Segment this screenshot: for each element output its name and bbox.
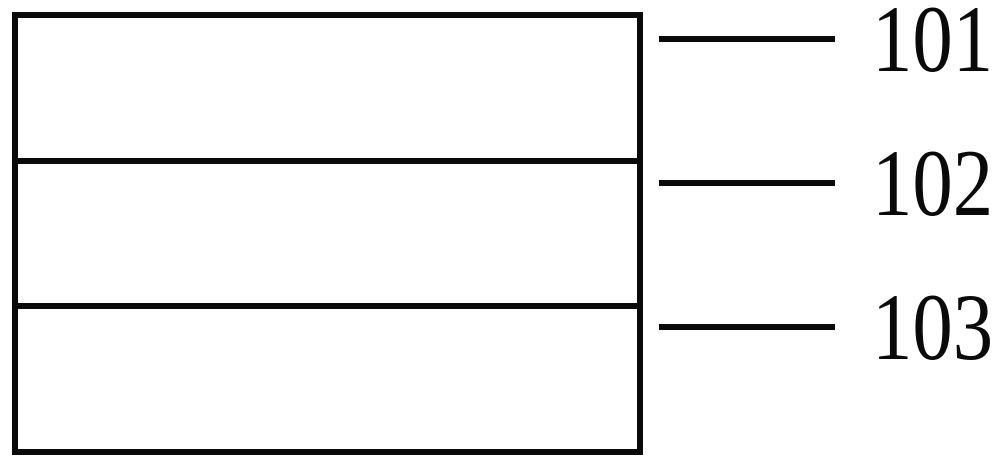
ref-label-102: 102: [872, 129, 994, 236]
layer-rect-103: [18, 303, 637, 450]
ref-label-101: 101: [872, 0, 994, 92]
ref-label-103: 103: [872, 273, 994, 380]
callout-102: 102: [659, 133, 1000, 233]
callout-103: 103: [659, 277, 1000, 377]
layer-rect-102: [18, 157, 637, 304]
layer-stack: [12, 12, 643, 455]
layer-rect-101: [18, 18, 637, 158]
leader-line-102: [659, 180, 835, 186]
callout-101: 101: [659, 0, 1000, 89]
leader-line-103: [659, 324, 835, 330]
leader-line-101: [659, 36, 835, 42]
